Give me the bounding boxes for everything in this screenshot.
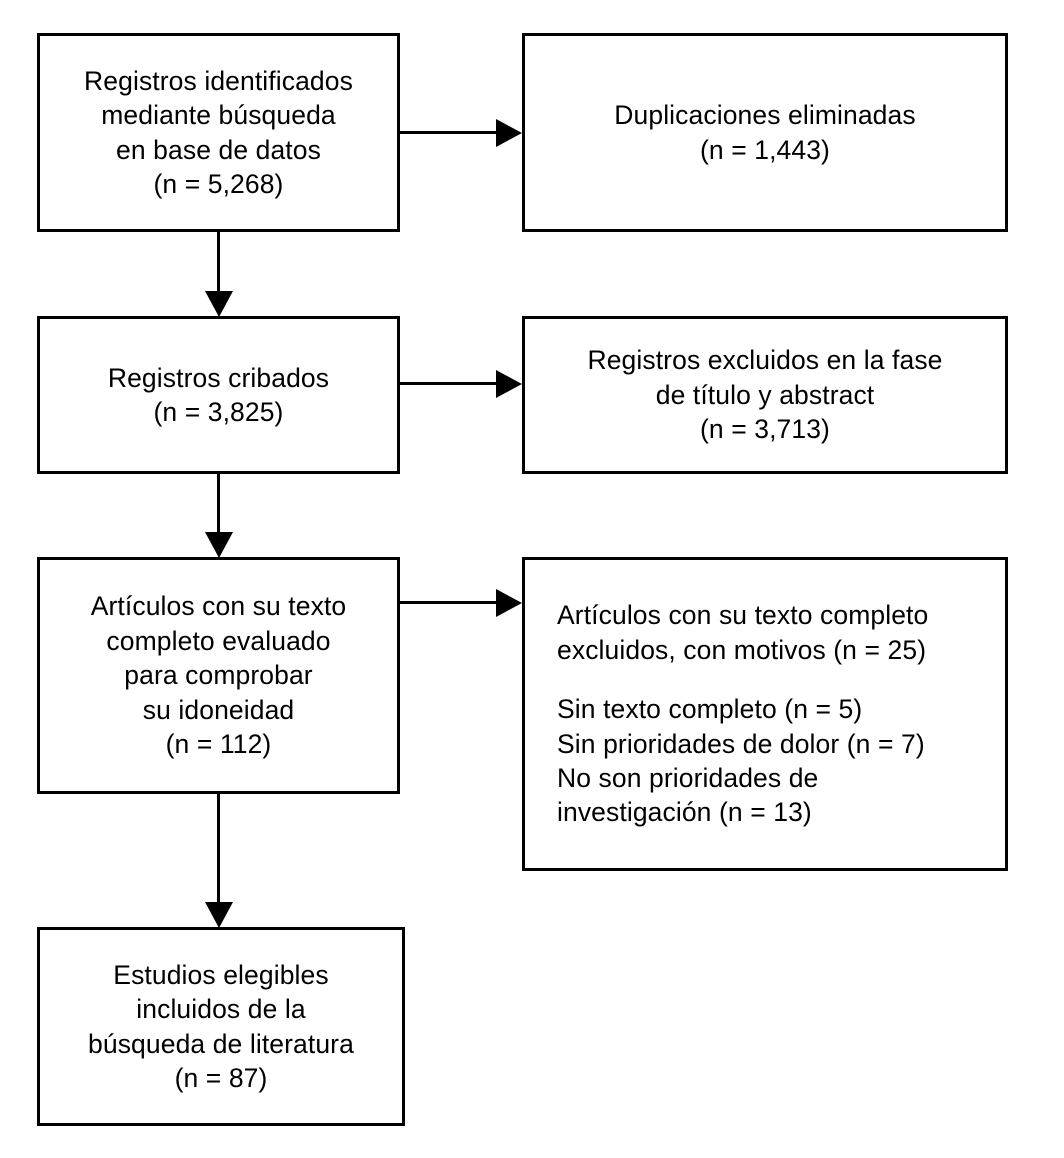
text-line-count: (n = 87) <box>174 1062 268 1093</box>
box-records-identified: Registros identificados mediante búsqued… <box>37 33 400 232</box>
text-line: para comprobar <box>124 660 313 691</box>
text-line: Artículos con su texto <box>90 591 347 622</box>
box-records-screened-text: Registros cribados (n = 3,825) <box>40 361 397 430</box>
text-line-count: (n = 1,443) <box>699 134 830 165</box>
box-studies-included-text: Estudios elegibles incluidos de la búsqu… <box>40 958 402 1096</box>
text-line: su idoneidad <box>142 694 295 725</box>
box-duplicates-removed-text: Duplicaciones eliminadas (n = 1,443) <box>525 98 1005 167</box>
arrow-head-right-icon <box>496 589 522 617</box>
exclusion-reason: Sin texto completo (n = 5) <box>557 694 863 725</box>
exclusion-reason: No son prioridades de <box>557 763 819 794</box>
text-line-count: (n = 112) <box>165 729 272 760</box>
box-records-excluded-text: Registros excluidos en la fase de título… <box>525 343 1005 446</box>
text-line: incluidos de la <box>136 994 306 1025</box>
text-line: en base de datos <box>116 134 321 165</box>
box-records-screened: Registros cribados (n = 3,825) <box>37 316 400 474</box>
box-fulltext-excluded: Artículos con su texto completo excluido… <box>522 557 1008 871</box>
arrow-head-down-icon <box>205 532 233 558</box>
box-records-identified-text: Registros identificados mediante búsqued… <box>40 64 397 202</box>
arrow-shaft <box>217 232 220 295</box>
text-line: Registros identificados <box>84 65 353 96</box>
arrow-head-down-icon <box>205 902 233 928</box>
exclusion-spacer <box>557 667 995 692</box>
arrow-head-down-icon <box>205 291 233 317</box>
box-fulltext-assessed-text: Artículos con su texto completo evaluado… <box>40 589 397 761</box>
box-records-excluded: Registros excluidos en la fase de título… <box>522 316 1008 474</box>
text-line: Estudios elegibles <box>113 959 329 990</box>
arrow-shaft <box>400 601 498 604</box>
arrow-head-right-icon <box>496 119 522 147</box>
arrow-shaft <box>217 474 220 536</box>
text-line: completo evaluado <box>106 625 331 656</box>
box-fulltext-excluded-text: Artículos con su texto completo excluido… <box>525 598 1005 830</box>
text-line: Registros cribados <box>107 362 330 393</box>
text-line-count: (n = 3,713) <box>699 414 830 445</box>
box-studies-included: Estudios elegibles incluidos de la búsqu… <box>37 927 405 1126</box>
text-line-count: (n = 5,268) <box>153 168 284 199</box>
text-line-count: (n = 3,825) <box>153 397 284 427</box>
text-line: mediante búsqueda <box>101 100 336 131</box>
exclusion-reason: investigación (n = 13) <box>557 797 812 828</box>
text-line: búsqueda de literatura <box>88 1028 354 1059</box>
exclusion-reason: Sin prioridades de dolor (n = 7) <box>557 728 925 759</box>
arrow-shaft <box>400 382 498 385</box>
text-line: de título y abstract <box>655 379 875 410</box>
exclusion-heading-line: Artículos con su texto completo <box>557 600 929 631</box>
box-duplicates-removed: Duplicaciones eliminadas (n = 1,443) <box>522 33 1008 232</box>
text-line: Duplicaciones eliminadas <box>614 100 916 131</box>
arrow-head-right-icon <box>496 370 522 398</box>
arrow-shaft <box>217 794 220 906</box>
arrow-shaft <box>400 131 498 134</box>
box-fulltext-assessed: Artículos con su texto completo evaluado… <box>37 557 400 794</box>
exclusion-heading-line: excluidos, con motivos (n = 25) <box>557 634 927 665</box>
text-line: Registros excluidos en la fase <box>587 345 943 376</box>
